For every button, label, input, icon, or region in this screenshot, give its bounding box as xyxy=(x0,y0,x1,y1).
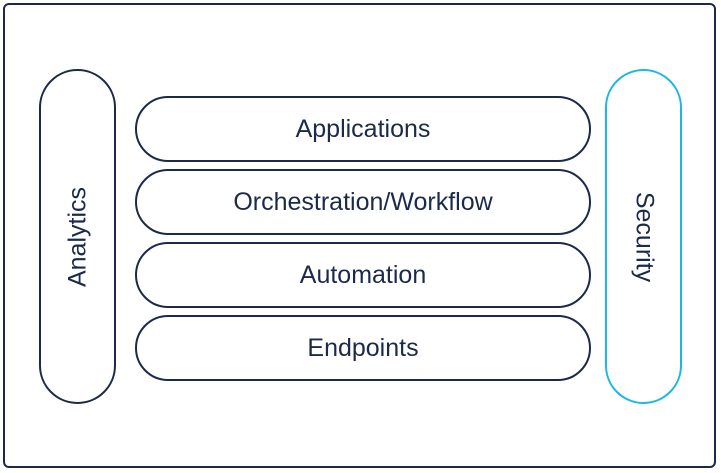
layer-automation: Automation xyxy=(135,242,591,308)
layer-label: Automation xyxy=(299,260,427,289)
layer-label: Endpoints xyxy=(307,333,419,362)
analytics-label: Analytics xyxy=(63,186,91,287)
analytics-pillar: Analytics xyxy=(39,69,116,404)
layer-label: Orchestration/Workflow xyxy=(233,187,493,216)
layer-label: Applications xyxy=(295,114,431,143)
security-label: Security xyxy=(630,191,658,282)
security-pillar: Security xyxy=(605,69,682,404)
layer-endpoints: Endpoints xyxy=(135,315,591,381)
layer-orchestration-workflow: Orchestration/Workflow xyxy=(135,169,591,235)
layer-applications: Applications xyxy=(135,96,591,162)
diagram-frame xyxy=(3,3,716,468)
layer-stack: Applications Orchestration/Workflow Auto… xyxy=(135,96,591,381)
